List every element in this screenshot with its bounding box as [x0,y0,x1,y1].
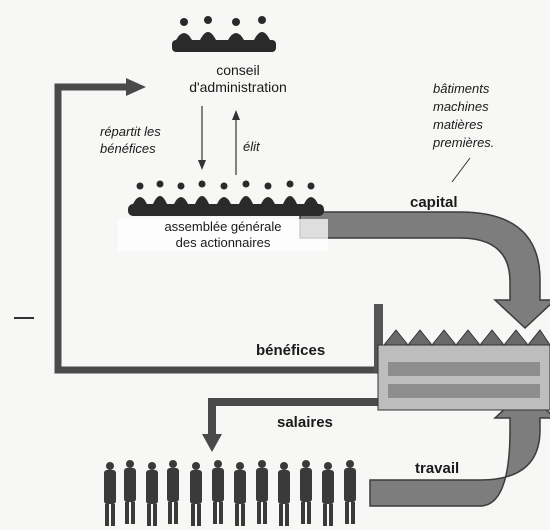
benefits-flow-label: bénéfices [256,342,326,359]
elects-arrow [232,110,240,175]
factory-icon [374,304,550,411]
work-flow-label: travail [415,460,460,477]
distribute-label-line1: répartit les [100,124,161,139]
assembly-label-line1: assemblée générale [164,219,282,234]
assembly-label: assemblée générale des actionnaires [118,219,328,251]
capital-arrow [299,211,550,330]
capital-item: matières [433,117,483,132]
board-label-line1: conseil [216,62,260,78]
capital-flow-label: capital [410,194,458,211]
capital-items-list: bâtiments machines matières premières. [433,80,494,152]
capital-item: machines [433,99,489,114]
benefits-loop-arrow [54,78,400,374]
distribute-arrow [198,106,206,170]
capital-item: premières. [433,135,495,150]
elects-label: élit [243,139,260,154]
board-members-icon [172,16,276,52]
capital-pointer-line [451,157,471,183]
shareholders-icon [128,180,324,216]
distribute-label-line2: bénéfices [100,141,156,156]
distribute-label: répartit les bénéfices [100,123,161,157]
workers-icon [104,460,356,526]
wages-arrow [202,398,400,452]
board-label: conseil d'administration [163,62,313,96]
capital-item: bâtiments [433,81,490,96]
assembly-label-line2: des actionnaires [175,235,271,250]
wages-flow-label: salaires [277,414,333,431]
board-label-line2: d'administration [189,79,287,95]
